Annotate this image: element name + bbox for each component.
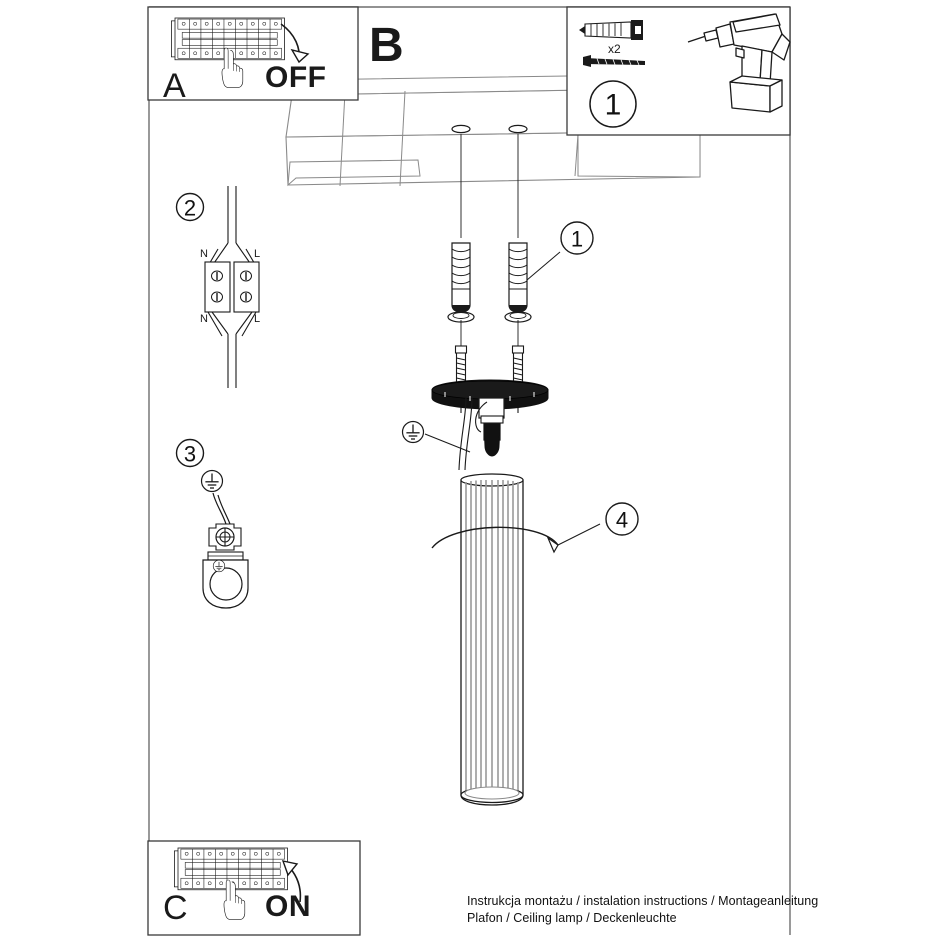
step-badge-3 [175, 438, 205, 468]
panel-a-letter: A [163, 67, 187, 105]
panel-c-state-label: ON [265, 890, 311, 923]
earth-ground-symbol-step3 [200, 469, 224, 493]
panel-a [147, 6, 359, 101]
terminal-label-top-l: L [254, 248, 261, 260]
footer-line-2: Plafon / Ceiling lamp / Deckenleuchte [467, 911, 677, 925]
ceiling-illustration [285, 73, 701, 238]
terminal-label-bottom-l: L [254, 313, 261, 325]
step-badge-1 [589, 80, 637, 128]
terminal-label-bottom-n: N [200, 313, 208, 325]
step2-terminal-block: 2 [175, 186, 260, 388]
wall-plug-pair [447, 242, 561, 348]
terminal-label-top-n: N [200, 248, 208, 260]
panel-a-state-label: OFF [265, 61, 327, 94]
svg-text:3: 3 [184, 442, 196, 467]
tools-quantity-label: x2 [608, 42, 621, 56]
screw-icon [583, 55, 645, 67]
mounting-plate-assembly [401, 345, 549, 471]
callout-shade-rotate: 4 [605, 502, 639, 536]
panel-tools: 1 [566, 6, 791, 136]
wall-plug-icon [579, 20, 643, 40]
svg-text:2: 2 [184, 196, 196, 221]
svg-text:1: 1 [571, 227, 583, 252]
svg-text:4: 4 [616, 508, 628, 533]
svg-text:1: 1 [605, 89, 622, 122]
cordless-drill-icon [687, 13, 791, 113]
panel-c-letter: C [163, 889, 189, 927]
earth-ground-symbol-plate [401, 420, 425, 444]
drilled-hole-right [508, 124, 528, 134]
panel-b-letter: B [369, 19, 404, 72]
step-badge-2 [175, 192, 205, 222]
panel-c [147, 840, 361, 936]
step3-earth-bracket: 3 [175, 438, 249, 609]
footer-line-1: Instrukcja montażu / instalation instruc… [467, 894, 819, 908]
lamp-shade [431, 473, 601, 806]
callout-wall-plugs: 1 [560, 221, 594, 255]
drilled-hole-left [451, 124, 471, 134]
